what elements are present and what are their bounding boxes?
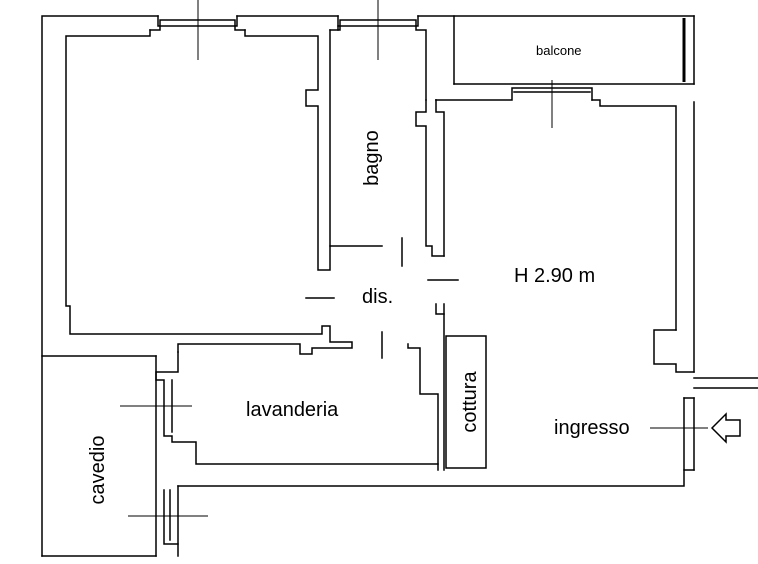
room-balcone <box>453 15 695 85</box>
room-cottura <box>445 335 487 469</box>
room-bagno <box>329 15 445 257</box>
label-balcone: balcone <box>536 43 582 58</box>
label-dis: dis. <box>362 286 394 308</box>
window-marks <box>120 0 708 517</box>
label-bagno: bagno <box>361 130 383 186</box>
label-cottura: cottura <box>459 371 481 433</box>
label-cavedio: cavedio <box>87 435 109 505</box>
outer-walls <box>41 15 758 557</box>
label-lavanderia: lavanderia <box>246 399 339 421</box>
room-living <box>407 87 695 471</box>
label-ingresso: ingresso <box>554 417 630 439</box>
label-height: H 2.90 m <box>514 265 596 287</box>
cavedio-window <box>163 489 179 545</box>
room-left-bedroom <box>65 15 383 355</box>
entrance-arrow-icon <box>710 412 741 444</box>
door-marks <box>305 237 459 359</box>
